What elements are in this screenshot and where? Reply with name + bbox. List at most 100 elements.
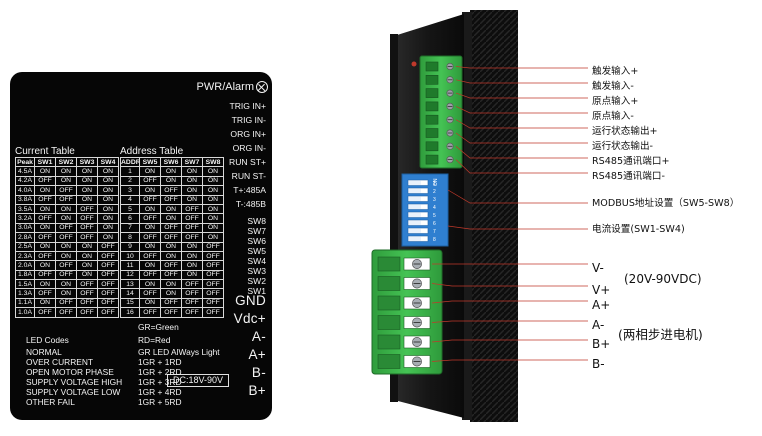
dip-switch-key (407, 195, 429, 202)
callout-leader-line (455, 79, 588, 84)
callout-rs485-plus: RS485通讯端口+ (592, 155, 669, 167)
pin-label-org-in-minus: ORG IN- (232, 143, 266, 153)
callout-leader-line (431, 359, 588, 362)
pin-label-gnd: GND (235, 293, 266, 308)
dip-switch-lever (421, 228, 427, 233)
heatsink (470, 10, 518, 422)
address-table-cell: OFF (202, 307, 224, 318)
power-terminal-slot (377, 354, 401, 369)
callout-b-minus: B- (592, 357, 605, 371)
power-terminal-slot (377, 334, 401, 350)
led-code-condition: OPEN MOTOR PHASE (26, 367, 114, 377)
pin-label-trig-in-minus: TRIG IN- (231, 115, 266, 125)
callout-rs485-minus: RS485通讯端口- (592, 170, 665, 182)
callout-leader-line (431, 339, 588, 343)
status-led-icon (411, 61, 417, 67)
dip-switch-number: 2 (433, 189, 436, 195)
dip-switch-lever (421, 204, 427, 209)
pin-label-run-st-plus: RUN ST+ (228, 157, 266, 167)
pin-label-vdc-plus: Vdc+ (233, 311, 266, 326)
pwr-alarm-label: PWR/Alarm (196, 81, 254, 93)
dip-switch-number: 4 (433, 205, 436, 211)
pin-label-b-plus: B+ (248, 383, 266, 398)
led-code-condition: NORMAL (26, 347, 62, 357)
callout-a-minus: A- (592, 318, 604, 332)
dip-switch-number: 8 (433, 237, 436, 243)
callout-v-minus: V- (592, 261, 604, 275)
callout-leader-line (455, 92, 588, 99)
dip-switch-number: 7 (433, 229, 436, 235)
alarm-led-icon (256, 81, 268, 93)
callout-leader-line (455, 106, 588, 114)
pin-label-a-plus: A+ (248, 347, 266, 362)
power-terminal-slot (377, 295, 401, 311)
signal-terminal-slot (425, 141, 439, 152)
callout-modbus-address: MODBUS地址设置（SW5-SW8） (592, 197, 739, 209)
led-code-condition: SUPPLY VOLTAGE HIGH (26, 377, 123, 387)
led-code-condition: OTHER FAIL (26, 397, 75, 407)
dip-switch-key (407, 227, 429, 234)
dip-switch-key (407, 219, 429, 226)
pwr-alarm-indicator: PWR/Alarm (197, 81, 268, 93)
pin-label-run-st-minus: RUN ST- (231, 171, 266, 181)
signal-terminal-slot (425, 154, 439, 165)
callout-a-plus: A+ (592, 298, 610, 312)
switch-label-sw2: SW2 (247, 276, 266, 286)
power-terminal-slot (377, 276, 401, 291)
pin-label-org-in-plus: ORG IN+ (230, 129, 266, 139)
callout-lines (431, 66, 588, 362)
current-table-cell: OFF (97, 307, 119, 318)
led-code-pattern: 1GR + 2RD (138, 367, 182, 377)
dip-switch-key (407, 187, 429, 194)
callout-current-setting: 电流设置(SW1-SW4) (592, 223, 685, 235)
housing-front-edge (390, 34, 398, 402)
led-code-pattern: 1GR + 3RD (138, 377, 182, 387)
dip-switch-key (407, 211, 429, 218)
led-code-pattern: 1GR + 1RD (138, 357, 182, 367)
signal-terminal-block (419, 55, 463, 169)
driver-label-panel: PWR/Alarm TRIG IN+ TRIG IN- ORG IN+ ORG … (10, 72, 272, 420)
callout-leader-line (455, 66, 588, 69)
dc-voltage-range: DC:18V-90V (167, 374, 229, 387)
pin-label-b-minus: B- (251, 365, 266, 380)
callout-leader-line (447, 225, 588, 230)
dip-switch-key (407, 203, 429, 210)
dip-switch-key (407, 179, 429, 186)
power-terminal-slot (377, 256, 401, 272)
dip-switch-lever (421, 212, 427, 217)
callout-leader-line (455, 159, 588, 174)
signal-terminal-slot (425, 61, 439, 72)
led-code-pattern: 1GR + 5RD (138, 397, 182, 407)
dip-switch-key (407, 235, 429, 242)
callout-leader-line (431, 320, 588, 323)
callout-leader-line (455, 132, 588, 144)
callout-two-phase-stepper: (两相步进电机) (618, 327, 703, 342)
signal-terminal-slot (425, 101, 439, 112)
pin-label-a-minus: A- (251, 329, 266, 344)
power-motor-terminal-block (371, 249, 443, 375)
led-legend-red: RD=Red (138, 335, 171, 345)
callout-voltage-range: (20V-90VDC) (624, 272, 702, 286)
callout-leader-line (455, 146, 588, 159)
power-terminal-slot (377, 315, 401, 330)
led-code-condition: OVER CURRENT (26, 357, 94, 367)
dip-switch-lever (421, 236, 427, 241)
pin-label-trig-in-plus: TRIG IN+ (229, 101, 266, 111)
